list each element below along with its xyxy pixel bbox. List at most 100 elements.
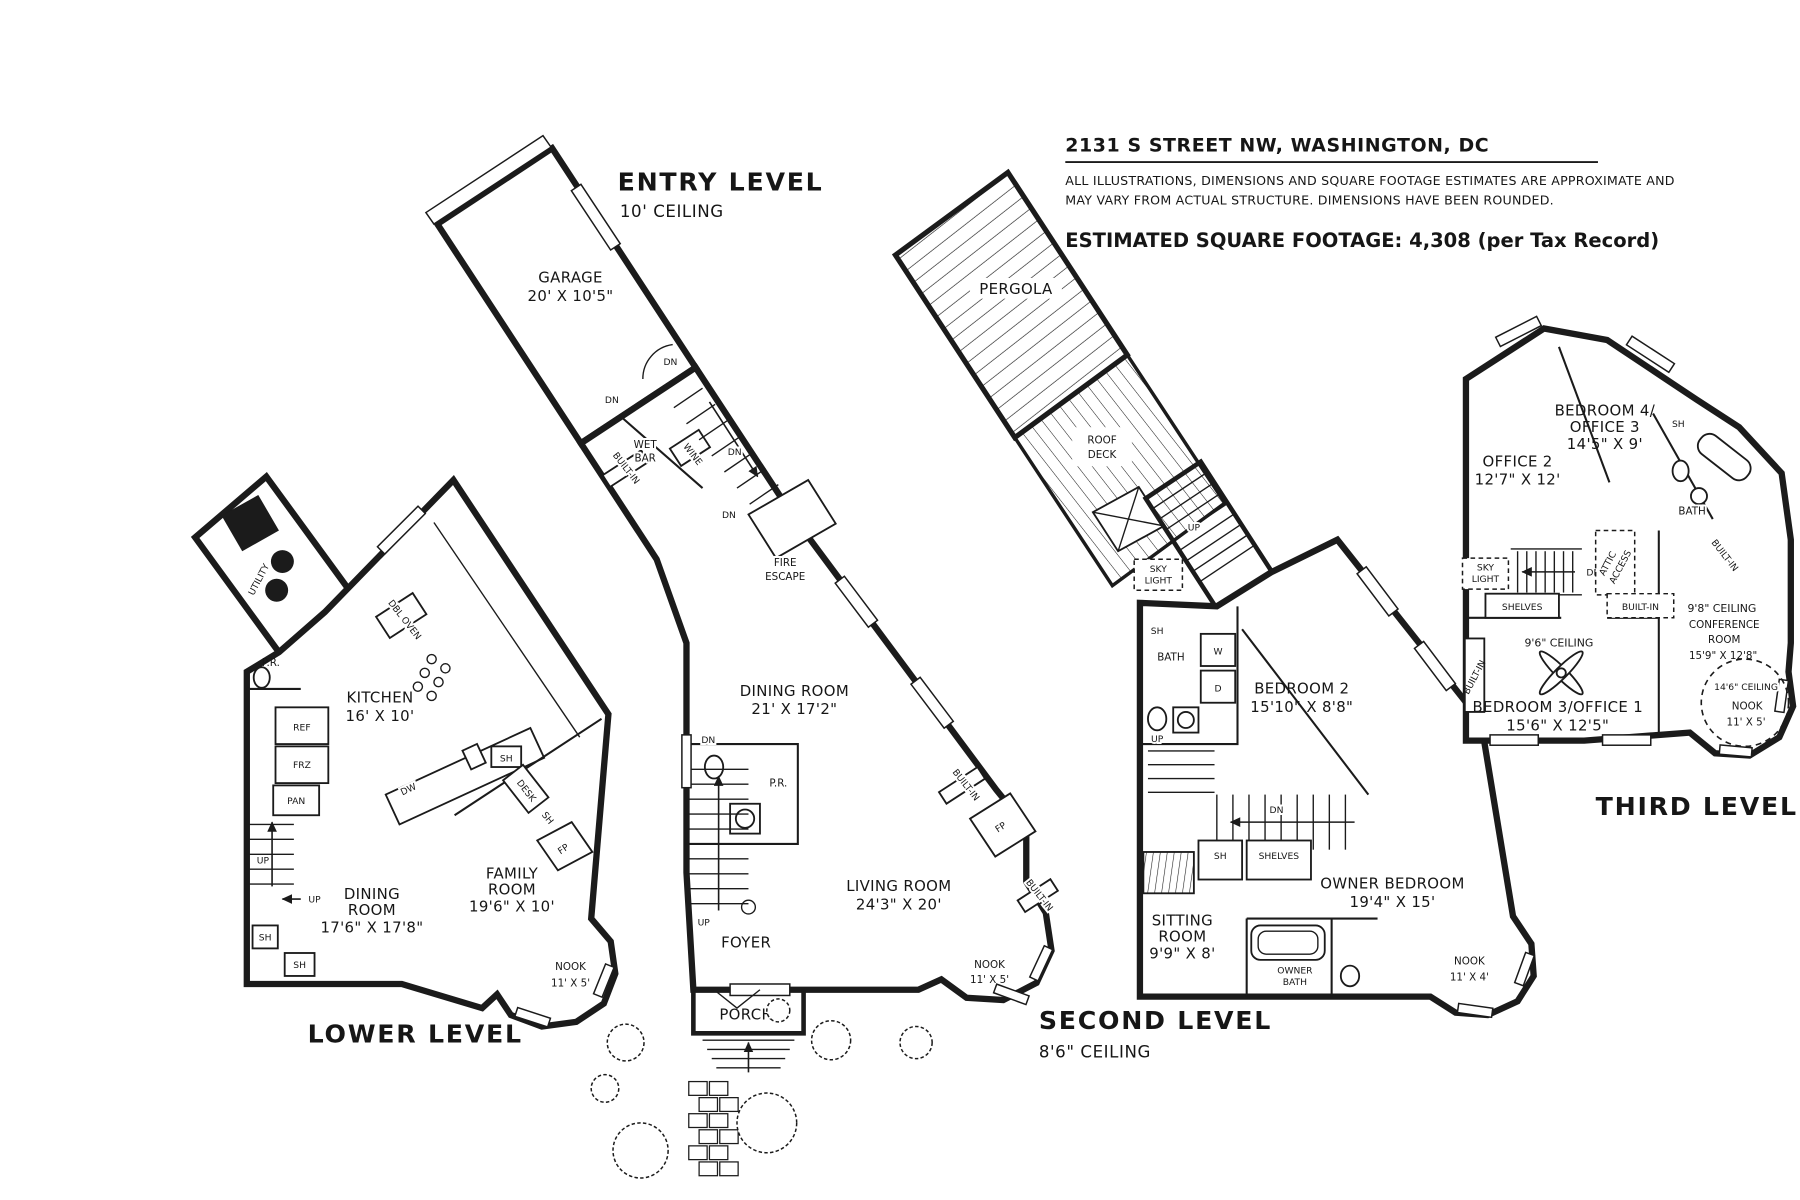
- shelf-closet: [251, 924, 279, 950]
- porch-steps: [702, 1039, 795, 1073]
- bedroom2-wall: [1241, 628, 1370, 796]
- up-label: UP: [308, 894, 321, 905]
- second-center-stairs: [1147, 750, 1355, 850]
- desk: [501, 763, 550, 815]
- family-room-label-1: FAMILY: [486, 864, 539, 882]
- roof-deck-label-2: DECK: [1088, 449, 1117, 461]
- family-room-label-2: ROOM: [488, 880, 536, 898]
- dn-label: DN: [722, 510, 736, 521]
- toilet: [252, 666, 271, 689]
- side-window: [681, 734, 692, 789]
- third-nook-ceiling: 14'6" CEILING: [1714, 682, 1778, 693]
- entry-level-plan: ENTRY LEVEL 10' CEILING GARAGE 20' X 10'…: [424, 134, 1060, 1179]
- built-in: [1463, 637, 1486, 713]
- living-room-dims: 24'3" X 20': [856, 895, 942, 913]
- address-title: 2131 S STREET NW, WASHINGTON, DC: [1065, 135, 1489, 157]
- fireplace: [535, 820, 594, 872]
- shelf: [490, 745, 523, 768]
- living-room-label: LIVING ROOM: [846, 877, 951, 895]
- sky-light-callout: [1461, 557, 1510, 590]
- entry-level-ceiling: 10' CEILING: [620, 202, 724, 221]
- sky-light-label-2: LIGHT: [1145, 575, 1173, 586]
- kitchen-label: KITCHEN: [346, 689, 413, 707]
- garage-door-swing: [642, 343, 673, 380]
- owner-bedroom-dims: 19'4" X 15': [1349, 893, 1435, 911]
- toilet: [703, 754, 725, 780]
- garage-door: [424, 134, 553, 226]
- bedroom4-label-1: BEDROOM 4/: [1555, 402, 1656, 420]
- pergola-label-bg: [970, 277, 1062, 299]
- nook-ceiling-ring: [1700, 658, 1790, 748]
- shelf-closet: [283, 952, 316, 977]
- freezer: [274, 745, 330, 785]
- pantry: [272, 784, 321, 817]
- shelves-closet: [1245, 839, 1312, 881]
- bedroom3-label: BEDROOM 3/OFFICE 1: [1472, 698, 1643, 716]
- foyer-stairs: [688, 768, 757, 915]
- conference-ceiling: 9'8" CEILING: [1687, 602, 1756, 615]
- sh-label: SH: [500, 753, 513, 764]
- washer-label: W: [1213, 647, 1222, 658]
- toilet: [1671, 459, 1690, 483]
- up-label: UP: [257, 855, 270, 866]
- sink: [734, 808, 756, 829]
- bay-window: [1028, 944, 1054, 982]
- frz-label: FRZ: [293, 760, 311, 771]
- dn-label: DN: [605, 395, 619, 406]
- dn-label: DN: [663, 357, 677, 368]
- lower-nook-dims: 11' X 5': [551, 977, 590, 989]
- disclaimer-line-2: MAY VARY FROM ACTUAL STRUCTURE. DIMENSIO…: [1065, 193, 1554, 208]
- third-nook-label: NOOK: [1732, 701, 1763, 713]
- bedroom2-label: BEDROOM 2: [1254, 680, 1349, 698]
- bathtub: [1250, 924, 1326, 961]
- wet-bar-label-1: WET: [634, 439, 658, 451]
- garden-path-bricks: [688, 1080, 739, 1177]
- third-bath-label: BATH: [1678, 505, 1705, 517]
- fire-escape-label-2: ESCAPE: [765, 571, 805, 583]
- third-level-title: THIRD LEVEL: [1596, 792, 1798, 821]
- utility-equipment: [221, 494, 279, 552]
- built-in-cabinet: [1016, 877, 1060, 914]
- window: [1625, 335, 1676, 374]
- garage-label: GARAGE: [538, 269, 602, 287]
- office2-dims: 12'7" X 12': [1475, 471, 1561, 489]
- fire-escape-balcony: [747, 478, 838, 560]
- kitchen-window: [376, 505, 427, 556]
- porch-label: PORCH: [719, 1006, 773, 1024]
- lower-stairs: [249, 821, 294, 887]
- powder-room-label: P.R.: [769, 778, 787, 790]
- kitchen-dims: 16' X 10': [346, 707, 415, 725]
- bay-window: [1513, 951, 1536, 987]
- bedroom4-dims: 14'5" X 9': [1567, 435, 1643, 453]
- bedroom4-label-2: OFFICE 3: [1570, 418, 1640, 436]
- dryer: [1199, 669, 1237, 704]
- lower-dining-dims: 17'6" X 17'8": [320, 918, 423, 936]
- garage-dims: 20' X 10'5": [528, 287, 614, 305]
- powder-room-label: P.R.: [262, 657, 280, 669]
- counter-edge: [433, 522, 581, 738]
- porch-door-swing: [713, 989, 761, 1009]
- built-in-label: BUILT-IN: [1622, 602, 1659, 613]
- second-level-ceiling: 8'6" CEILING: [1039, 1042, 1151, 1061]
- disclaimer-line-1: ALL ILLUSTRATIONS, DIMENSIONS AND SQUARE…: [1065, 173, 1674, 188]
- foyer-label: FOYER: [721, 933, 771, 951]
- fireplace: [968, 792, 1037, 858]
- bedroom2-dims: 15'10" X 8'8": [1250, 698, 1353, 716]
- lower-outer-walls: [243, 475, 619, 1030]
- dining-window: [834, 575, 879, 629]
- owner-bath-label-1: OWNER: [1277, 966, 1313, 977]
- entry-level-title: ENTRY LEVEL: [618, 168, 824, 197]
- lower-dining-label-2: ROOM: [348, 901, 396, 919]
- family-room-dims: 19'6" X 10': [469, 898, 555, 916]
- sitting-room-dims: 9'9" X 8': [1149, 945, 1215, 963]
- family-room-wall: [454, 717, 603, 817]
- conference-label-1: CONFERENCE: [1689, 619, 1760, 631]
- second-entry-stairs: [1152, 471, 1257, 582]
- conference-label-2: ROOM: [1708, 634, 1740, 646]
- owner-bedroom-label: OWNER BEDROOM: [1320, 875, 1464, 893]
- sky-light-label-1: SKY: [1150, 564, 1168, 575]
- third-level-plan: BEDROOM 4/ OFFICE 3 14'5" X 9' OFFICE 2 …: [1461, 315, 1798, 821]
- sink: [1176, 711, 1195, 729]
- bath-label: BATH: [1157, 651, 1184, 663]
